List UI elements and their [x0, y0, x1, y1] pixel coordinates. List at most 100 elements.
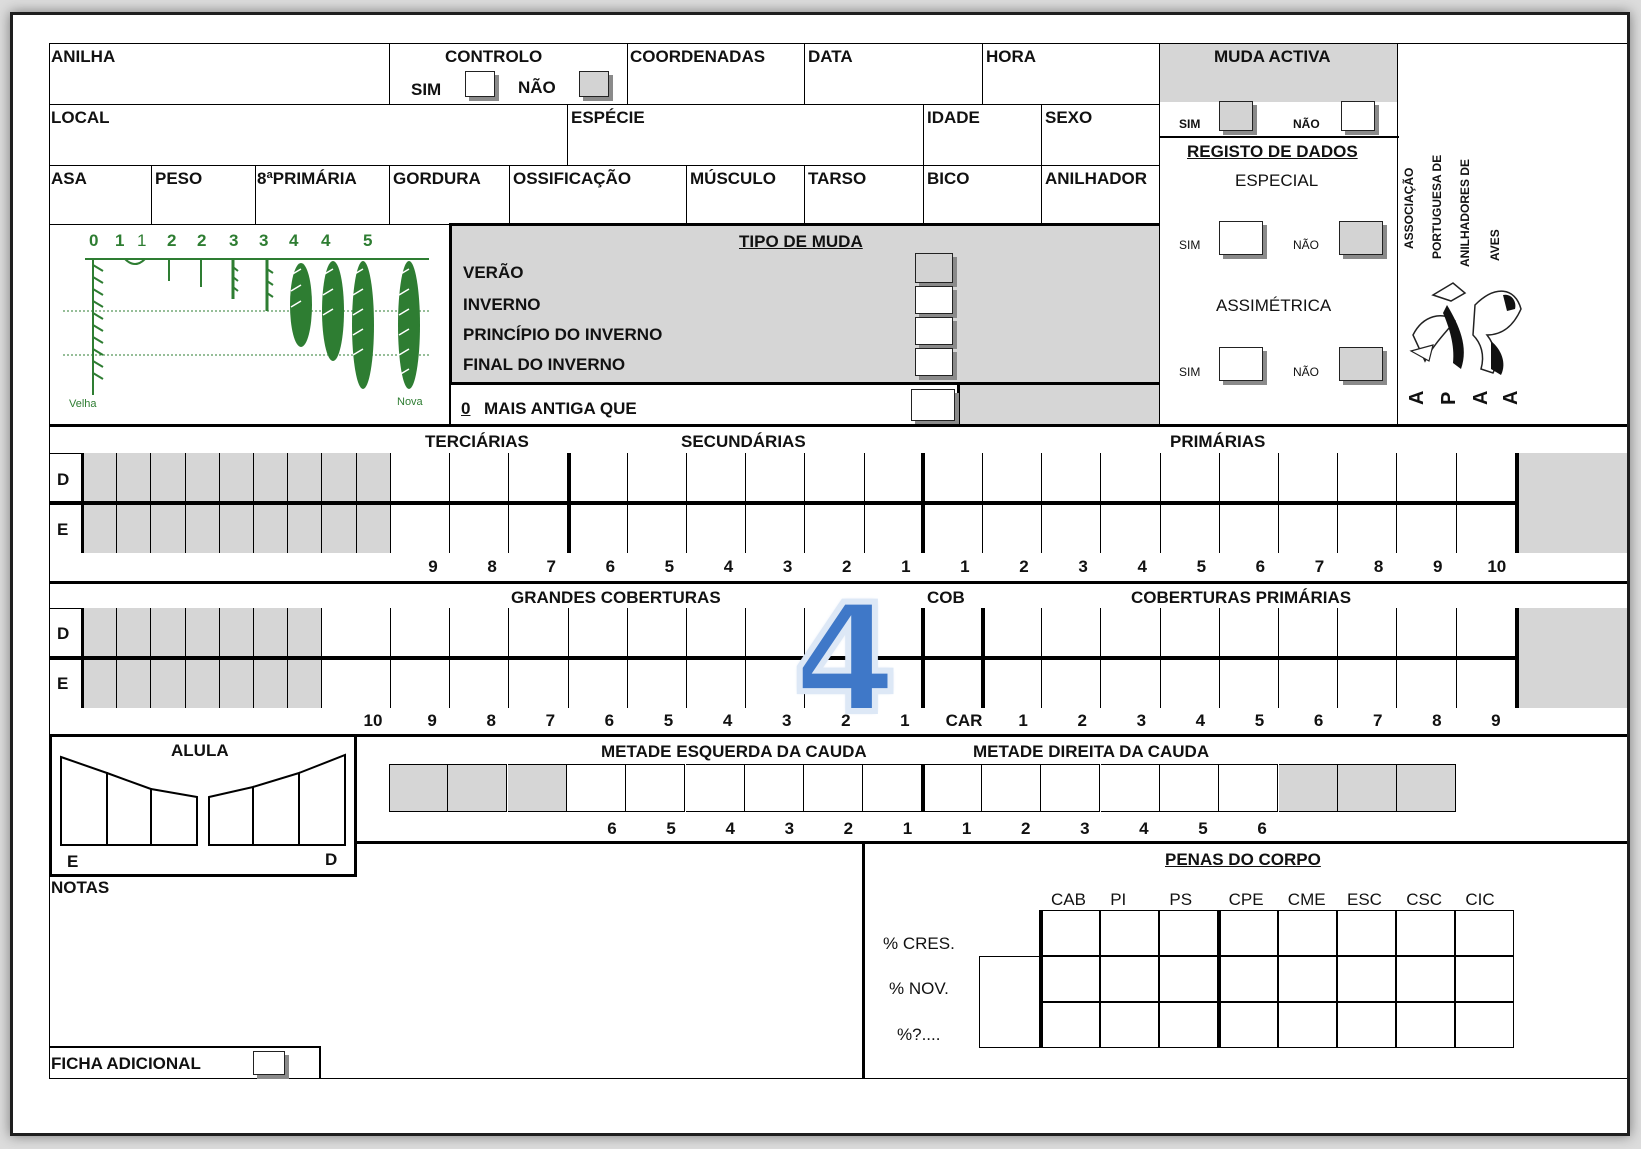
feather-cell[interactable] [1457, 505, 1516, 553]
feather-cell[interactable] [746, 660, 805, 708]
feather-cell[interactable] [1161, 505, 1220, 553]
mais-antiga-checkbox[interactable] [911, 389, 955, 421]
feather-cell[interactable] [219, 453, 254, 501]
feather-cell[interactable] [219, 608, 254, 656]
feather-cell[interactable] [1397, 608, 1457, 656]
feather-cell[interactable] [450, 608, 509, 656]
penas-cell[interactable] [1100, 956, 1159, 1002]
penas-cell[interactable] [1100, 1002, 1159, 1048]
feather-cell[interactable] [83, 505, 118, 553]
feather-cell[interactable] [805, 505, 865, 553]
feather-cell[interactable] [805, 660, 865, 708]
penas-cell[interactable] [1396, 956, 1455, 1002]
feather-cell[interactable] [509, 608, 569, 656]
feather-cell[interactable] [924, 660, 983, 708]
feather-cell[interactable] [288, 453, 323, 501]
tail-feather-cell[interactable] [923, 764, 982, 812]
feather-cell[interactable] [509, 505, 569, 553]
feather-cell[interactable] [322, 608, 391, 656]
assimetrica-nao-checkbox[interactable] [1339, 347, 1383, 381]
feather-cell[interactable] [1397, 505, 1457, 553]
penas-extra-cell[interactable] [979, 956, 1041, 1048]
feather-cell[interactable] [1042, 453, 1101, 501]
feather-cell[interactable] [628, 505, 687, 553]
feather-cell[interactable] [1457, 608, 1516, 656]
feather-cell[interactable] [509, 660, 569, 708]
feather-cell[interactable] [117, 505, 152, 553]
feather-cell[interactable] [185, 505, 220, 553]
feather-cell[interactable] [687, 453, 746, 501]
feather-cell[interactable] [322, 453, 357, 501]
penas-cell[interactable] [1337, 1002, 1396, 1048]
feather-cell[interactable] [924, 608, 983, 656]
feather-cell[interactable] [1397, 660, 1457, 708]
penas-cell[interactable] [1396, 1002, 1455, 1048]
feather-cell[interactable] [1457, 453, 1516, 501]
feather-cell[interactable] [805, 608, 865, 656]
feather-cell[interactable] [687, 608, 746, 656]
feather-cell[interactable] [356, 505, 391, 553]
feather-cell[interactable] [322, 660, 391, 708]
penas-cell[interactable] [1219, 910, 1278, 956]
especial-nao-checkbox[interactable] [1339, 221, 1383, 255]
feather-cell[interactable] [924, 453, 983, 501]
penas-cell[interactable] [1455, 1002, 1514, 1048]
inverno-checkbox[interactable] [915, 286, 953, 314]
tail-feather-cell[interactable] [567, 764, 626, 812]
feather-cell[interactable] [1101, 608, 1161, 656]
feather-cell[interactable] [1279, 505, 1338, 553]
feather-cell[interactable] [1220, 660, 1279, 708]
penas-cell[interactable] [1100, 910, 1159, 956]
penas-cell[interactable] [1041, 910, 1100, 956]
feather-cell[interactable] [805, 453, 865, 501]
tail-feather-cell[interactable] [686, 764, 745, 812]
feather-cell[interactable] [391, 608, 450, 656]
feather-cell[interactable] [1279, 660, 1338, 708]
feather-cell[interactable] [509, 453, 569, 501]
feather-cell[interactable] [746, 505, 805, 553]
feather-cell[interactable] [356, 453, 391, 501]
feather-cell[interactable] [185, 453, 220, 501]
feather-cell[interactable] [117, 608, 152, 656]
penas-cell[interactable] [1041, 1002, 1100, 1048]
feather-cell[interactable] [1101, 660, 1161, 708]
penas-cell[interactable] [1278, 1002, 1337, 1048]
feather-cell[interactable] [1161, 660, 1220, 708]
feather-cell[interactable] [185, 608, 220, 656]
tail-feather-cell[interactable] [389, 764, 448, 812]
feather-cell[interactable] [1220, 505, 1279, 553]
feather-cell[interactable] [185, 660, 220, 708]
tail-feather-cell[interactable] [745, 764, 804, 812]
tail-feather-cell[interactable] [863, 764, 922, 812]
tail-feather-cell[interactable] [1279, 764, 1338, 812]
feather-cell[interactable] [1042, 608, 1101, 656]
penas-cell[interactable] [1455, 956, 1514, 1002]
tail-feather-cell[interactable] [1101, 764, 1160, 812]
tail-feather-cell[interactable] [982, 764, 1041, 812]
penas-cell[interactable] [1159, 1002, 1218, 1048]
feather-cell[interactable] [569, 505, 628, 553]
verao-checkbox[interactable] [915, 253, 953, 283]
tail-feather-cell[interactable] [1219, 764, 1278, 812]
feather-cell[interactable] [569, 608, 628, 656]
feather-cell[interactable] [450, 505, 509, 553]
especial-sim-checkbox[interactable] [1219, 221, 1263, 255]
feather-cell[interactable] [390, 453, 450, 501]
feather-cell[interactable] [83, 608, 118, 656]
feather-cell[interactable] [1519, 453, 1627, 553]
final-inverno-checkbox[interactable] [915, 348, 953, 376]
feather-cell[interactable] [1161, 608, 1220, 656]
penas-cell[interactable] [1219, 1002, 1278, 1048]
feather-cell[interactable] [924, 505, 983, 553]
tail-feather-cell[interactable] [626, 764, 685, 812]
tail-feather-cell[interactable] [1338, 764, 1397, 812]
feather-cell[interactable] [151, 505, 186, 553]
feather-cell[interactable] [1338, 660, 1397, 708]
penas-cell[interactable] [1278, 956, 1337, 1002]
feather-cell[interactable] [450, 453, 509, 501]
penas-cell[interactable] [1159, 956, 1218, 1002]
feather-cell[interactable] [687, 660, 746, 708]
ficha-adicional-checkbox[interactable] [253, 1051, 285, 1075]
penas-cell[interactable] [1337, 956, 1396, 1002]
feather-cell[interactable] [117, 453, 152, 501]
